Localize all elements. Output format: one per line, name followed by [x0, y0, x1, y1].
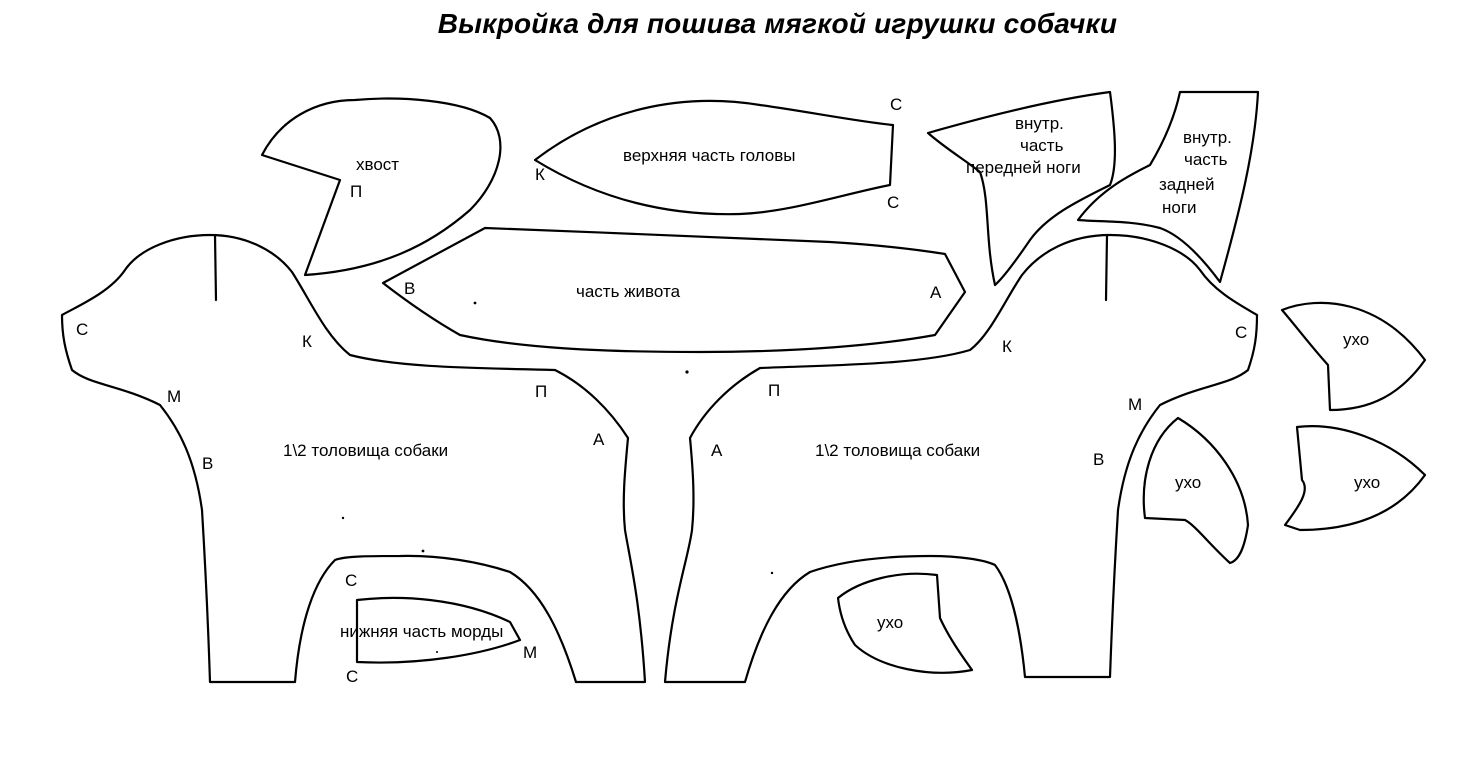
belly-marker-a: А	[930, 283, 942, 302]
head-top-label: верхняя часть головы	[623, 146, 795, 165]
muzzle-bottom-label: нижняя часть морды	[340, 622, 503, 641]
hind-leg-inner-label-4: ноги	[1162, 198, 1197, 217]
body-right-marker-c: С	[1235, 323, 1247, 342]
ear-4-piece: ухо	[836, 572, 974, 674]
page-title: Выкройка для пошива мягкой игрушки собач…	[437, 8, 1118, 39]
front-leg-inner-label-2: часть	[1020, 136, 1064, 155]
ear-4-outline	[836, 572, 974, 674]
hind-leg-inner-piece: внутр. часть задней ноги	[1076, 90, 1260, 284]
body-right-dart	[1104, 233, 1109, 302]
head-top-outline	[533, 99, 895, 216]
hind-leg-inner-label-1: внутр.	[1183, 128, 1232, 147]
ear-4-label: ухо	[877, 613, 903, 632]
body-right-marker-k: К	[1002, 337, 1012, 356]
hind-leg-inner-label-3: задней	[1159, 175, 1215, 194]
front-leg-inner-label-3: передней ноги	[966, 158, 1081, 177]
body-left-dart	[213, 233, 218, 302]
body-right-outline	[663, 233, 1259, 684]
body-left-marker-k: К	[302, 332, 312, 351]
tail-label: хвост	[356, 155, 399, 174]
ear-2-label: ухо	[1354, 473, 1380, 492]
muzzle-bottom-piece: нижняя часть морды С С М	[340, 571, 537, 686]
head-top-marker-k: К	[535, 165, 545, 184]
tail-outline	[260, 97, 502, 277]
tail-marker-p: П	[350, 182, 362, 201]
body-left-marker-p: П	[535, 382, 547, 401]
body-right-marker-m: М	[1128, 395, 1142, 414]
body-left-piece: 1\2 толовища собаки С К М В П А	[60, 233, 647, 684]
body-right-piece: 1\2 толовища собаки С К М В П А	[663, 233, 1259, 684]
muzzle-bottom-marker-c-top: С	[345, 571, 357, 590]
scan-specks	[341, 301, 774, 653]
hind-leg-inner-outline	[1076, 90, 1260, 284]
muzzle-bottom-marker-c-bottom: С	[346, 667, 358, 686]
ear-1-label: ухо	[1343, 330, 1369, 349]
body-right-marker-p: П	[768, 381, 780, 400]
head-top-marker-c-bottom: С	[887, 193, 899, 212]
muzzle-bottom-outline	[355, 596, 522, 664]
body-right-marker-a: А	[711, 441, 723, 460]
body-left-marker-a: А	[593, 430, 605, 449]
ear-1-piece: ухо	[1280, 301, 1427, 412]
body-left-outline	[60, 233, 647, 684]
front-leg-inner-piece: внутр. часть передней ноги	[926, 90, 1116, 287]
ear-3-label: ухо	[1175, 473, 1201, 492]
ear-2-outline	[1283, 425, 1427, 532]
ear-2-piece: ухо	[1283, 425, 1427, 532]
hind-leg-inner-label-2: часть	[1184, 150, 1228, 169]
body-right-label: 1\2 толовища собаки	[815, 441, 980, 460]
body-left-marker-b: В	[202, 454, 213, 473]
body-left-label: 1\2 толовища собаки	[283, 441, 448, 460]
front-leg-inner-label-1: внутр.	[1015, 114, 1064, 133]
belly-piece: часть живота В А	[381, 226, 967, 354]
body-left-marker-m: М	[167, 387, 181, 406]
front-leg-inner-outline	[926, 90, 1116, 287]
body-right-marker-b: В	[1093, 450, 1104, 469]
belly-marker-b: В	[404, 279, 415, 298]
body-left-marker-c: С	[76, 320, 88, 339]
belly-label: часть живота	[576, 282, 681, 301]
belly-outline	[381, 226, 967, 354]
head-top-piece: верхняя часть головы К С С	[533, 95, 902, 216]
ear-3-piece: ухо	[1142, 416, 1250, 565]
ear-1-outline	[1280, 301, 1427, 412]
muzzle-bottom-marker-m: М	[523, 643, 537, 662]
ear-3-outline	[1142, 416, 1250, 565]
head-top-marker-c-top: С	[890, 95, 902, 114]
tail-piece: хвост П	[260, 97, 502, 277]
